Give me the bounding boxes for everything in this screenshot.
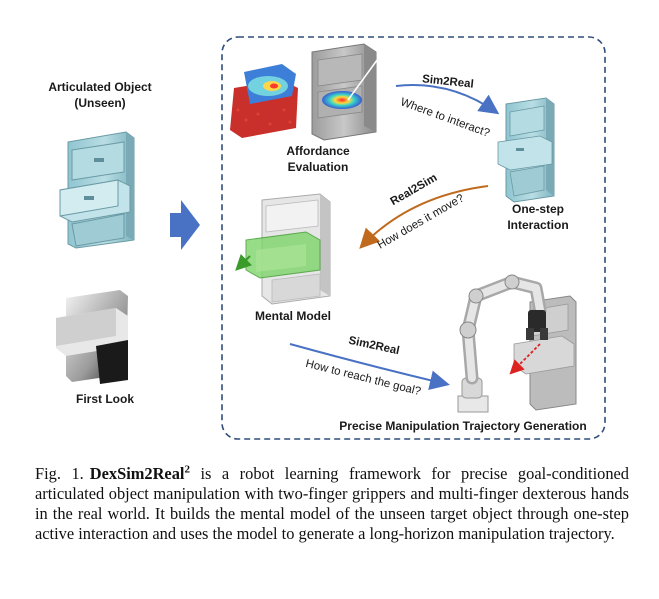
robot-manipulation-image bbox=[457, 274, 577, 413]
main-flow-arrow bbox=[170, 200, 200, 250]
one-step-cabinet-image bbox=[497, 97, 555, 203]
figure: Articulated Object (Unseen) First Look A… bbox=[48, 36, 606, 440]
figure-graphics bbox=[56, 36, 606, 440]
caption-name-text: DexSim2Real bbox=[89, 464, 185, 483]
one-step-label-line1: One-step bbox=[511, 202, 564, 216]
affordance-label-line1: Affordance bbox=[286, 144, 350, 158]
unseen-cabinet-image bbox=[59, 131, 135, 249]
sim2real-bottom-arrow bbox=[289, 343, 450, 391]
affordance-label-line2: Evaluation bbox=[287, 160, 349, 174]
depth-first-look-image bbox=[56, 290, 128, 384]
figure-caption: Fig. 1. DexSim2Real2 is a robot learning … bbox=[35, 464, 629, 544]
mental-model-label: Mental Model bbox=[254, 309, 331, 323]
real2sim-arrow bbox=[359, 185, 489, 249]
one-step-label-line2: Interaction bbox=[507, 218, 569, 232]
sim2real-top-arrow bbox=[395, 84, 500, 115]
caption-method-name: DexSim2Real2 bbox=[90, 464, 190, 483]
object-label-line1: Articulated Object bbox=[48, 80, 152, 94]
affordance-pointcloud-image bbox=[230, 64, 298, 138]
mental-model-image bbox=[235, 193, 331, 305]
caption-text: is a robot learning framework for precis… bbox=[35, 464, 629, 543]
affordance-heatmap-cabinet-image bbox=[311, 43, 381, 141]
caption-name-sup: 2 bbox=[184, 463, 190, 476]
pipeline-panel bbox=[221, 36, 606, 440]
trajectory-label: Precise Manipulation Trajectory Generati… bbox=[339, 419, 587, 433]
caption-fig-label: Fig. 1. bbox=[35, 464, 84, 483]
first-look-label: First Look bbox=[75, 392, 134, 406]
object-label-line2: (Unseen) bbox=[74, 96, 126, 110]
